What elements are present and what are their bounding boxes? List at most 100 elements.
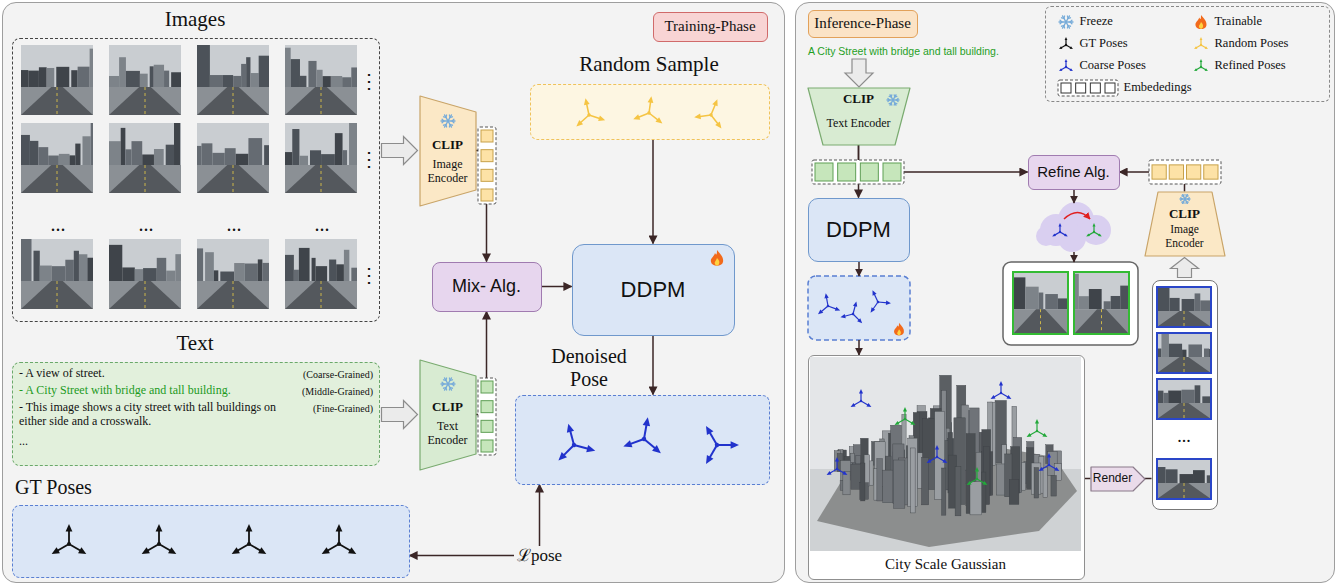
pose-glyph (1052, 223, 1068, 237)
hollow-arrow (382, 401, 418, 429)
granularity-tag: (Middle-Grained) (287, 386, 373, 398)
street-thumbnail-part (82, 136, 90, 165)
pose-glyph-part (52, 547, 60, 554)
flame-icon-part (897, 329, 901, 335)
street-thumbnail-part (1169, 344, 1182, 357)
embedding-vector (1058, 80, 1118, 96)
embedding-vector-part (481, 381, 493, 393)
snowflake-icon-part (445, 124, 447, 126)
snowflake-icon-part (445, 378, 447, 380)
street-thumbnail-part (285, 152, 292, 165)
snowflake-icon-part (1061, 17, 1063, 19)
city-render-part (921, 458, 928, 505)
pose-glyph-part (1048, 456, 1049, 465)
street-thumbnail-part (233, 281, 234, 309)
algorithm-box: Refine Alg. (1028, 155, 1120, 190)
street-thumbnail (21, 45, 93, 115)
image-set-box-art-part (21, 45, 357, 309)
city-gaussian-frame-art-part (810, 357, 1081, 551)
street-thumbnail-part (109, 141, 121, 165)
snowflake-icon-part (889, 102, 891, 104)
pose-glyph-part (942, 459, 947, 463)
embedding-vector-part (1061, 83, 1071, 93)
embedding-vector-part (1187, 165, 1201, 179)
street-thumbnail-part (197, 87, 269, 115)
flame-icon-part (715, 258, 720, 266)
pose-glyph-part (1064, 59, 1067, 62)
snowflake-icon-part (1181, 200, 1183, 202)
city-render-part (925, 459, 936, 489)
street-thumbnail (1013, 272, 1068, 334)
street-thumbnail-part (335, 133, 343, 165)
street-thumbnail-part (285, 281, 357, 309)
street-thumbnail-part (1182, 350, 1186, 357)
city-render-part (861, 463, 865, 501)
street-thumbnail-part (308, 61, 316, 87)
snowflake-icon-part (450, 123, 452, 125)
embedding-vector (812, 160, 904, 184)
street-thumbnail-part (21, 87, 93, 115)
legend-label: Random Poses (1215, 36, 1289, 50)
pose-glyph-part (633, 114, 641, 121)
city-render-part (846, 462, 856, 476)
pose-glyph (927, 445, 948, 463)
city-render-part (922, 419, 934, 489)
pose-glyph-part (991, 395, 996, 399)
pose-glyph-part (1039, 467, 1044, 471)
pose-glyph-part (1064, 65, 1066, 67)
pose-glyph (1039, 453, 1060, 471)
legend-icon (1057, 34, 1075, 54)
pose-glyph (571, 95, 605, 126)
pose-glyph-part (338, 529, 340, 544)
render-label: Render (1093, 472, 1132, 486)
pose-glyph-part (232, 547, 240, 554)
snowflake-icon-part (890, 103, 892, 105)
pose-glyph (851, 389, 872, 407)
pose-glyph-part (643, 439, 659, 450)
street-thumbnail-part (74, 251, 79, 281)
street-thumbnail-part (258, 259, 263, 281)
street-thumbnail-part (233, 87, 234, 115)
snowflake-icon-part (452, 121, 454, 123)
model-name: DDPM (621, 277, 686, 302)
street-thumbnail-part (71, 70, 77, 87)
street-thumbnail-part (122, 267, 135, 281)
city-render-part (911, 448, 916, 513)
pose-glyph-part (860, 400, 862, 402)
snowflake-icon-part (448, 115, 450, 117)
city-render-part (917, 453, 926, 488)
city-render-part (840, 461, 850, 481)
street-thumbnail-part (1157, 333, 1211, 373)
street-thumbnail-part (241, 64, 246, 87)
street-thumbnail (285, 123, 357, 193)
city-render-part (971, 436, 980, 467)
city-render-part (880, 439, 884, 480)
city-render-part (1003, 454, 1007, 478)
snowflake-icon-part (1181, 195, 1183, 197)
city-render-part (899, 458, 908, 505)
snowflake-icon-part (444, 377, 451, 389)
section-title-slot: Images (11, 5, 379, 33)
snowflake-icon-part (1186, 195, 1188, 197)
street-thumbnail-part (21, 87, 93, 115)
city-render-part (954, 418, 965, 505)
snowflake-icon-part (1188, 197, 1189, 198)
render-label-slot: Render (1091, 467, 1135, 491)
ellipsis-slot: ... (1151, 423, 1217, 449)
phase-badge: Inference-Phase (814, 15, 911, 32)
street-thumbnail-part (21, 45, 93, 115)
city-render-part (1048, 452, 1057, 476)
embedding-vector-part (815, 163, 833, 181)
city-render-part (1009, 479, 1019, 504)
pose-glyph-part (159, 544, 172, 552)
granularity-tag: (Fine-Grained) (287, 403, 373, 415)
render-pentagon: Render (1091, 467, 1145, 491)
street-thumbnail-part (135, 269, 143, 281)
city-render-part (817, 445, 1077, 547)
street-thumbnail-part (1184, 403, 1185, 419)
pose-glyph-part (1059, 68, 1062, 71)
pose-glyph-part (859, 389, 863, 394)
snowflake-icon-part (450, 386, 452, 388)
street-thumbnail-part (28, 71, 39, 87)
street-thumbnail-part (1157, 483, 1211, 499)
